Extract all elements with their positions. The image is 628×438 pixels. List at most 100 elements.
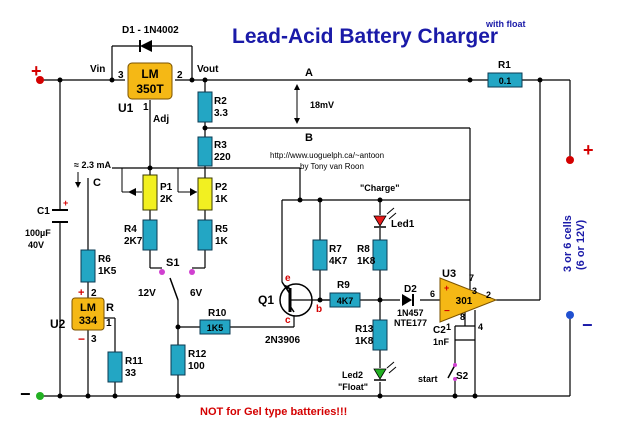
u1-pin-in: 3 bbox=[118, 70, 124, 81]
drop-label: 18mV bbox=[310, 100, 334, 110]
s1-lever[interactable] bbox=[169, 277, 179, 301]
u3-opamp bbox=[439, 277, 498, 323]
r1-value: 0.1 bbox=[499, 76, 512, 86]
node-c: C bbox=[93, 177, 101, 189]
battery-minus-terminal[interactable] bbox=[566, 311, 574, 319]
d2-diode-icon bbox=[402, 294, 412, 306]
r10-value: 1K5 bbox=[207, 323, 224, 333]
input-minus-terminal[interactable] bbox=[36, 392, 44, 400]
drop-arrow-up-icon bbox=[294, 84, 300, 90]
r3-resistor bbox=[197, 136, 213, 167]
d2-alt: NTE177 bbox=[394, 318, 427, 328]
u1-top: LM bbox=[141, 67, 158, 81]
r7-ref: R7 bbox=[329, 244, 342, 255]
d1-label: D1 - 1N4002 bbox=[122, 25, 179, 36]
led2-ref: Led2 bbox=[342, 370, 363, 380]
r9-ref: R9 bbox=[337, 280, 350, 291]
led1-icon bbox=[373, 215, 387, 227]
led2-icon bbox=[373, 368, 387, 380]
r8-value: 1K8 bbox=[357, 256, 376, 267]
title: Lead-Acid Battery Charger bbox=[232, 25, 498, 48]
u2-ref: U2 bbox=[50, 317, 66, 331]
u3-pin4: 4 bbox=[478, 322, 483, 332]
vout-label: Vout bbox=[197, 64, 219, 75]
s2-label: start bbox=[418, 374, 438, 384]
battery-cells: 3 or 6 cells bbox=[562, 215, 574, 272]
c1-voltage: 40V bbox=[28, 240, 44, 250]
input-minus: − bbox=[20, 384, 31, 404]
r11-value: 33 bbox=[125, 368, 137, 379]
r5-value: 1K bbox=[215, 236, 229, 247]
p1-ref: P1 bbox=[160, 182, 173, 193]
r11-resistor bbox=[107, 351, 123, 383]
u3-ref: U3 bbox=[442, 268, 456, 280]
junctions bbox=[57, 77, 543, 399]
u3-plus: + bbox=[444, 283, 449, 293]
s1-contact-6v bbox=[189, 269, 195, 275]
battery-plus: + bbox=[583, 140, 594, 160]
r12-resistor bbox=[170, 344, 186, 376]
u3-pin8: 8 bbox=[460, 312, 465, 322]
c2-ref: C2 bbox=[433, 325, 446, 336]
u2-bottom: 334 bbox=[79, 315, 98, 327]
r13-ref: R13 bbox=[355, 324, 374, 335]
r9-value: 4K7 bbox=[337, 296, 354, 306]
p1-value: 2K bbox=[160, 194, 174, 205]
c1-value: 100µF bbox=[25, 228, 51, 238]
battery-volts: (6 or 12V) bbox=[575, 220, 587, 270]
s1-ref: S1 bbox=[166, 257, 179, 269]
u3-pin1: 1 bbox=[446, 322, 451, 332]
s2-switch[interactable] bbox=[447, 364, 456, 379]
r8-ref: R8 bbox=[357, 244, 370, 255]
led1-ref: Led1 bbox=[391, 219, 415, 230]
regulator-u1 bbox=[127, 62, 173, 100]
drop-arrow-down-icon bbox=[294, 118, 300, 124]
author: by Tony van Roon bbox=[300, 162, 364, 171]
p1-potentiometer bbox=[142, 174, 158, 211]
r12-value: 100 bbox=[188, 361, 205, 372]
q1-c: c bbox=[285, 315, 291, 326]
u1-bottom: 350T bbox=[136, 82, 164, 96]
battery-plus-terminal[interactable] bbox=[566, 156, 574, 164]
u3-pin7: 7 bbox=[469, 273, 474, 283]
u3-label: 301 bbox=[456, 296, 473, 307]
q1-e: e bbox=[285, 273, 291, 284]
c2-value: 1nF bbox=[433, 337, 450, 347]
u2-pin2: 2 bbox=[91, 288, 97, 299]
r6-ref: R6 bbox=[98, 254, 111, 265]
r3-ref: R3 bbox=[214, 140, 227, 151]
r2-resistor bbox=[197, 91, 213, 123]
r11-ref: R11 bbox=[125, 356, 143, 367]
vin-label: Vin bbox=[90, 64, 105, 75]
q1-part: 2N3906 bbox=[265, 335, 300, 346]
r13-value: 1K8 bbox=[355, 336, 374, 347]
q1-b: b bbox=[316, 304, 322, 315]
p2-wiper-icon bbox=[190, 188, 197, 196]
r10-resistor bbox=[199, 319, 231, 335]
r9-resistor bbox=[329, 292, 361, 308]
u3-pin2: 2 bbox=[486, 290, 491, 300]
d1-diode-icon bbox=[139, 40, 152, 52]
input-plus-terminal[interactable] bbox=[36, 76, 44, 84]
u2-r-label: R bbox=[106, 302, 114, 314]
r8-resistor bbox=[372, 239, 388, 271]
r4-resistor bbox=[142, 219, 158, 251]
r2-value: 3.3 bbox=[214, 108, 228, 119]
s1-12v: 12V bbox=[138, 288, 156, 299]
u2-pin3: 3 bbox=[91, 334, 97, 345]
u1-pin-adj: 1 bbox=[143, 102, 149, 113]
s2-ref: S2 bbox=[456, 371, 469, 382]
r6-resistor bbox=[80, 249, 96, 283]
u2-top: LM bbox=[80, 302, 96, 314]
r4-value: 2K7 bbox=[124, 236, 143, 247]
u2-plus: + bbox=[78, 287, 84, 299]
p2-value: 1K bbox=[215, 194, 229, 205]
wires bbox=[40, 45, 571, 397]
warning: NOT for Gel type batteries!!! bbox=[200, 406, 347, 418]
r10-ref: R10 bbox=[208, 308, 227, 319]
u3-pin6: 6 bbox=[430, 289, 435, 299]
d2-part: 1N457 bbox=[397, 308, 424, 318]
d2-ref: D2 bbox=[404, 284, 417, 295]
s1-6v: 6V bbox=[190, 288, 203, 299]
